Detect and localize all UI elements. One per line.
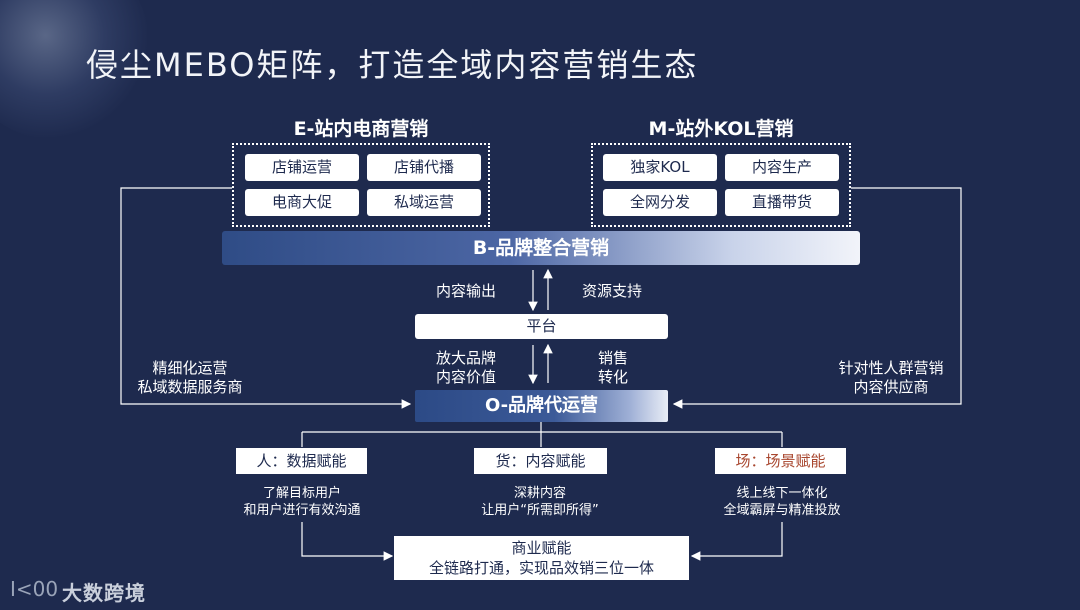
brand-logo-text: 大数跨境 xyxy=(62,581,146,605)
m-item-exclusive-kol: 独家KOL xyxy=(603,154,717,181)
brand-logo-mark: Ⅰ<00 xyxy=(10,577,59,601)
goods-desc-2: 让用户“所需即所得” xyxy=(481,503,599,518)
capability-goods: 货：内容赋能 xyxy=(474,448,607,474)
business-empowerment-box: 商业赋能 全链路打通，实现品效销三位一体 xyxy=(394,536,689,580)
right-side-label-2: 内容供应商 xyxy=(853,378,929,396)
left-side-label-1: 精细化运营 xyxy=(152,359,228,377)
m-item-content-production: 内容生产 xyxy=(725,154,839,181)
m-section-box xyxy=(591,143,851,227)
left-loop-arrow xyxy=(120,187,412,409)
amplify-label-2: 内容价值 xyxy=(436,368,497,386)
left-side-label-2: 私域数据服务商 xyxy=(137,378,243,396)
right-side-label-1: 针对性人群营销 xyxy=(838,359,944,377)
m-item-live-commerce: 直播带货 xyxy=(725,189,839,216)
sales-label-2: 转化 xyxy=(598,368,629,386)
people-desc-1: 了解目标用户 xyxy=(262,486,341,501)
page-title: 侵尘MEBO矩阵，打造全域内容营销生态 xyxy=(86,46,699,84)
e-item-private-domain: 私域运营 xyxy=(367,189,481,216)
goods-desc-1: 深耕内容 xyxy=(513,486,566,501)
content-output-label: 内容输出 xyxy=(436,282,497,300)
scene-arrow xyxy=(690,522,783,561)
e-section-box xyxy=(232,143,490,227)
capability-scene: 场：场景赋能 xyxy=(715,448,846,474)
e-item-ecommerce-promo: 电商大促 xyxy=(245,189,359,216)
b-brand-integration-bar: B-品牌整合营销 xyxy=(222,231,860,265)
people-arrow xyxy=(301,522,394,561)
e-item-store-operation: 店铺运营 xyxy=(245,154,359,181)
m-item-distribution: 全网分发 xyxy=(603,189,717,216)
scene-desc-2: 全域霸屏与精准投放 xyxy=(723,503,841,518)
e-item-store-livestream: 店铺代播 xyxy=(367,154,481,181)
business-line-2: 全链路打通，实现品效销三位一体 xyxy=(428,559,654,577)
m-section-title: M-站外KOL营销 xyxy=(648,118,794,140)
platform-box: 平台 xyxy=(415,314,668,339)
people-desc-2: 和用户进行有效沟通 xyxy=(243,503,361,518)
capability-people: 人：数据赋能 xyxy=(236,448,367,474)
e-section-title: E-站内电商营销 xyxy=(293,118,429,140)
scene-desc-1: 线上线下一体化 xyxy=(736,486,828,501)
o-brand-operation-bar: O-品牌代运营 xyxy=(415,390,668,422)
amplify-label-1: 放大品牌 xyxy=(436,349,497,367)
business-line-1: 商业赋能 xyxy=(511,539,572,557)
sales-label-1: 销售 xyxy=(598,349,629,367)
right-loop-arrow xyxy=(672,187,962,409)
resource-support-label: 资源支持 xyxy=(582,282,643,300)
